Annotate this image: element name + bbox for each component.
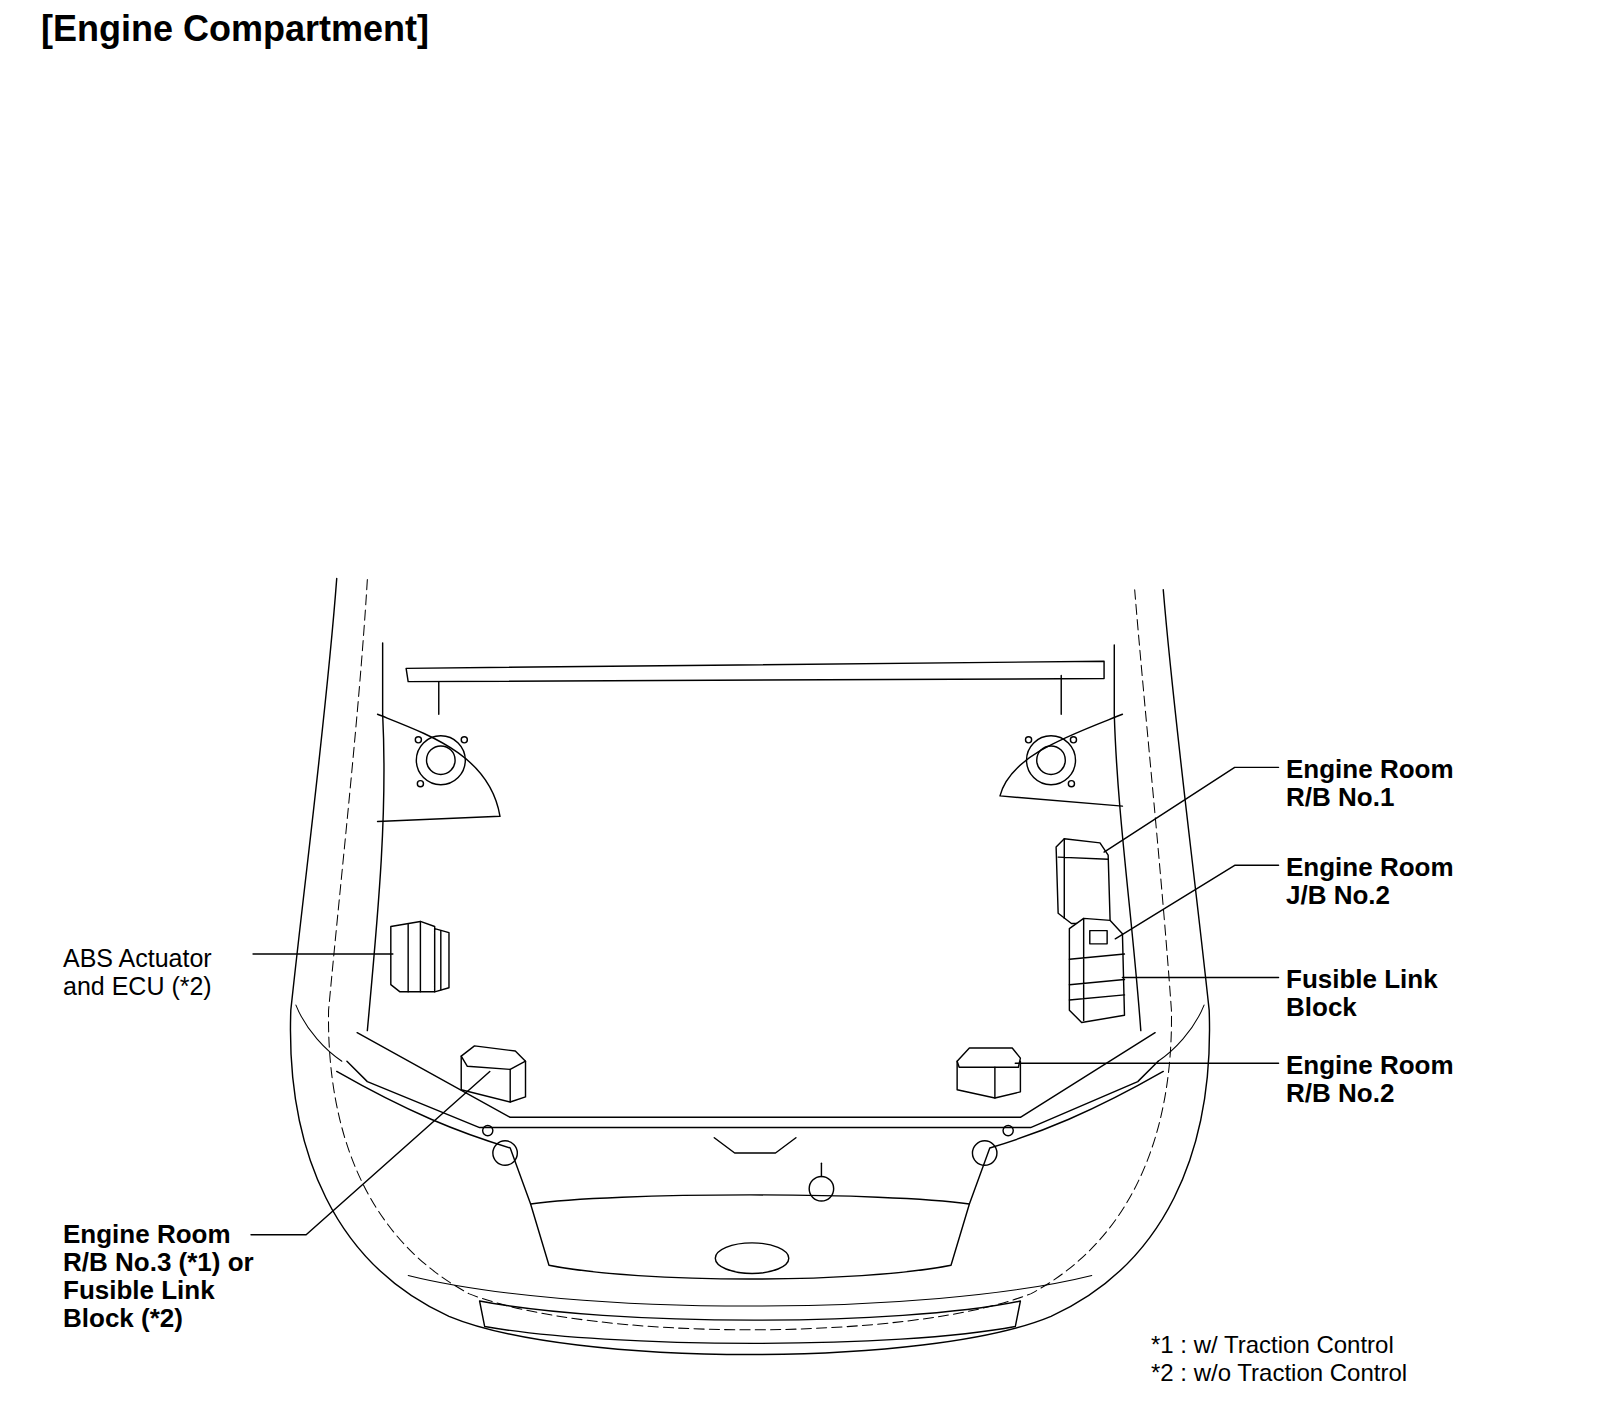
relay-and-fuse-blocks bbox=[1056, 839, 1110, 924]
car-body-outline bbox=[328, 580, 1171, 1330]
component-label: Engine Room J/B No.2 bbox=[1286, 853, 1486, 909]
engine-bay bbox=[357, 1033, 1155, 1118]
leader-lines bbox=[253, 953, 393, 954]
engine-bay bbox=[439, 676, 1061, 715]
strut-towers bbox=[427, 746, 456, 775]
relay-and-fuse-blocks bbox=[1069, 918, 1124, 1020]
abs-actuator bbox=[391, 921, 449, 991]
footnote: *2 : w/o Traction Control bbox=[1151, 1359, 1407, 1387]
engine-bay bbox=[406, 661, 1104, 681]
abs-actuator bbox=[408, 921, 420, 991]
strut-towers bbox=[416, 736, 465, 785]
front-end bbox=[531, 1195, 970, 1279]
strut-towers bbox=[1070, 737, 1076, 743]
leader-lines bbox=[1104, 767, 1278, 852]
strut-towers bbox=[1026, 737, 1032, 743]
component-label: Engine Room R/B No.1 bbox=[1286, 755, 1486, 811]
front-end bbox=[337, 1071, 1164, 1343]
front-end bbox=[821, 1163, 822, 1176]
front-end bbox=[1003, 1126, 1013, 1136]
abs-actuator bbox=[440, 931, 441, 990]
footnote: *1 : w/ Traction Control bbox=[1151, 1331, 1394, 1359]
abs-actuator bbox=[435, 929, 449, 992]
component-label: ABS Actuator and ECU (*2) bbox=[63, 944, 243, 1000]
relay-block-left bbox=[461, 1046, 525, 1102]
leader-lines bbox=[251, 767, 1279, 1234]
relay-and-fuse-blocks bbox=[1058, 839, 1108, 919]
car-body-outline bbox=[1158, 1005, 1204, 1061]
relay-block-left bbox=[509, 1069, 510, 1102]
engine-bay bbox=[378, 714, 500, 821]
relay-and-fuse-blocks bbox=[1090, 931, 1107, 944]
relay-and-fuse-blocks bbox=[1069, 918, 1124, 1022]
strut-towers bbox=[1068, 781, 1074, 787]
front-end bbox=[483, 1126, 493, 1136]
relay-block-right bbox=[994, 1067, 995, 1098]
engine-bay bbox=[347, 643, 1158, 1153]
strut-towers bbox=[461, 737, 467, 743]
front-end bbox=[715, 1243, 788, 1274]
component-label: Engine Room R/B No.3 (*1) or Fusible Lin… bbox=[63, 1220, 275, 1332]
strut-towers bbox=[1037, 746, 1066, 775]
front-end bbox=[809, 1177, 833, 1201]
strut-towers bbox=[415, 737, 421, 743]
engine-bay bbox=[714, 1138, 796, 1153]
engine-bay bbox=[1000, 714, 1122, 806]
leader-lines bbox=[1122, 977, 1278, 978]
car-body-outline bbox=[296, 1005, 342, 1061]
page-title: [Engine Compartment] bbox=[41, 8, 429, 50]
strut-towers bbox=[1027, 736, 1076, 785]
strut-towers bbox=[415, 736, 1076, 787]
leader-lines bbox=[251, 1071, 490, 1234]
relay-block-right bbox=[957, 1048, 1020, 1067]
component-label: Fusible Link Block bbox=[1286, 965, 1486, 1021]
leader-lines bbox=[1015, 1063, 1278, 1064]
relay-block-right bbox=[957, 1048, 1020, 1098]
car-body-outline bbox=[290, 579, 1209, 1355]
relay-and-fuse-blocks bbox=[1056, 839, 1124, 1023]
engine-bay bbox=[367, 643, 384, 1031]
abs-actuator bbox=[391, 921, 435, 991]
leader-lines bbox=[1115, 865, 1278, 938]
front-end bbox=[493, 1141, 517, 1165]
component-label: Engine Room R/B No.2 bbox=[1286, 1051, 1486, 1107]
relay-block-left bbox=[461, 1046, 525, 1069]
strut-towers bbox=[417, 781, 423, 787]
front-end bbox=[972, 1141, 996, 1165]
front-end bbox=[408, 1276, 1092, 1307]
front-end bbox=[480, 1301, 1021, 1343]
car-body-outline bbox=[290, 579, 1209, 1355]
